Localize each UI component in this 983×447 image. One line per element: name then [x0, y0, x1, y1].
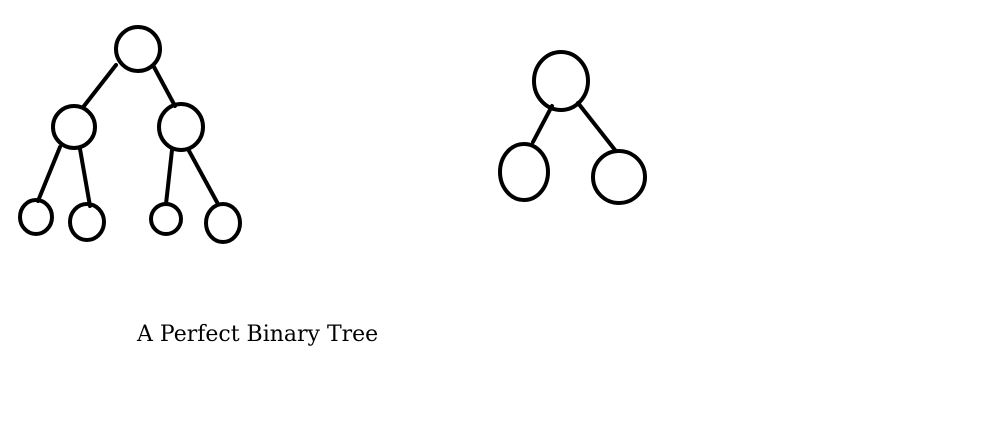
tree-node-right-right [204, 202, 242, 244]
perfect-binary-tree [18, 25, 242, 244]
tree-node-small-left [498, 142, 550, 202]
small-binary-tree [498, 50, 647, 205]
tree-node-left [51, 104, 97, 150]
edge-small-root-right [576, 101, 617, 152]
edge-small-root-left [531, 104, 554, 144]
tree-node-right [157, 102, 205, 152]
tree-node-root [114, 25, 162, 73]
tree-node-left-left [18, 198, 54, 236]
edge-right-right-left [164, 148, 174, 206]
tree-node-small-right [591, 149, 647, 205]
tree-node-small-root [532, 50, 590, 112]
edge-right-right-right [186, 147, 220, 206]
diagram-caption: A Perfect Binary Tree [137, 322, 379, 347]
edge-root-left [82, 63, 118, 108]
edge-left-left-left [36, 145, 62, 203]
tree-node-left-right [68, 202, 106, 242]
tree-node-right-left [149, 202, 183, 236]
edge-left-left-right [78, 147, 92, 208]
edge-root-right [152, 65, 177, 108]
